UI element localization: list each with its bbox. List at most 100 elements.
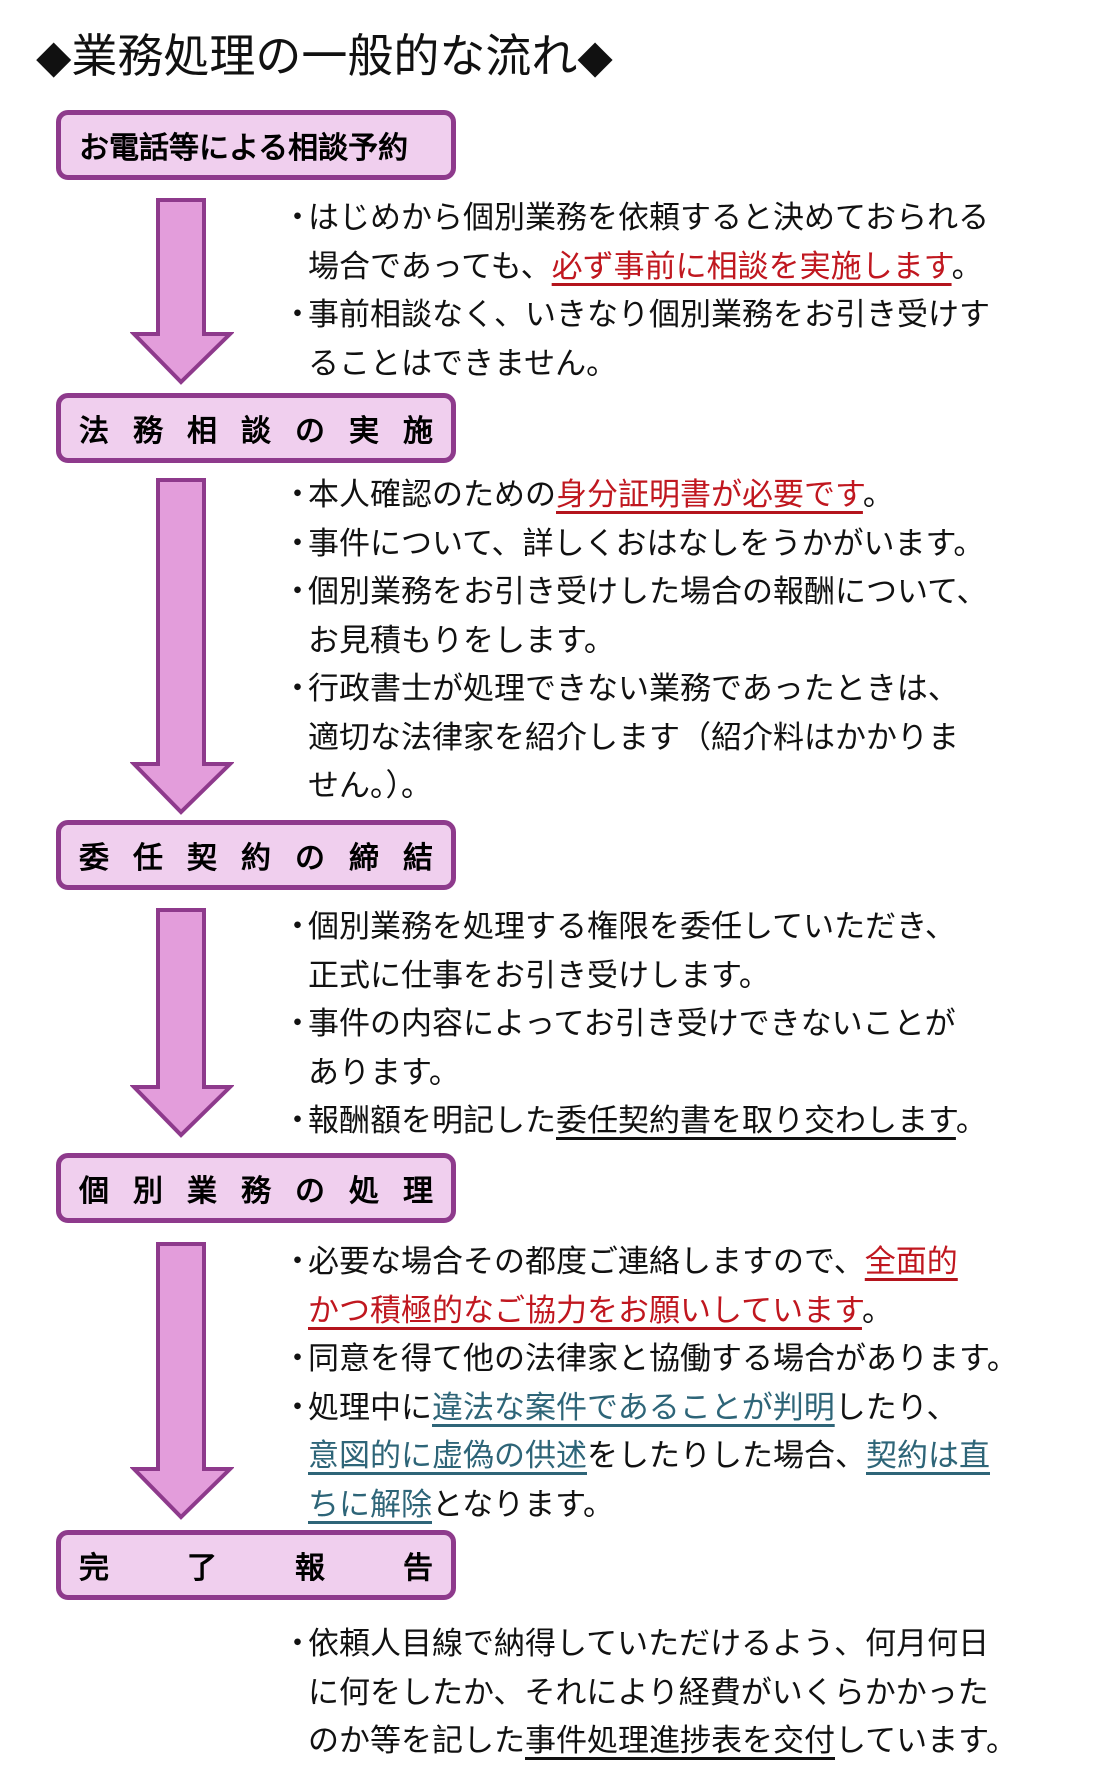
note-line: かつ積極的なご協力をお願いしています。 — [308, 1287, 1082, 1336]
step-box-2: 法務相談の実施 — [56, 393, 456, 463]
note-line: はじめから個別業務を依頼すると決めておられる — [308, 194, 1082, 243]
note-item: ・事前相談なく、いきなり個別業務をお引き受けすることはできません。 — [282, 291, 1082, 388]
note-text: はじめから個別業務を依頼すると決めておられる — [308, 200, 990, 236]
step-label-char: 任 — [133, 841, 163, 876]
step-label-char: 締 — [349, 841, 379, 876]
bullet-icon: ・ — [282, 671, 313, 707]
note-line: 事件について、詳しくおはなしをうかがいます。 — [308, 520, 1082, 569]
note-text: 個別業務をお引き受けした場合の報酬について、 — [308, 574, 988, 610]
note-text: 依頼人目線で納得していただけるよう、何月何日 — [308, 1626, 990, 1662]
underlined-text: 事件処理進捗表を交付 — [525, 1723, 835, 1759]
step-box-3: 委任契約の締結 — [56, 820, 456, 890]
note-text: 個別業務を処理する権限を委任していただき、 — [308, 909, 956, 945]
note-text: しています。 — [835, 1723, 1017, 1759]
note-text: 正式に仕事をお引き受けします。 — [308, 957, 770, 994]
note-line: ることはできません。 — [308, 340, 1082, 389]
note-item: ・本人確認のための身分証明書が必要です。 — [282, 471, 1082, 520]
step-label-char: 法 — [79, 414, 109, 449]
note-line: 意図的に虚偽の供述をしたりした場合、契約は直 — [308, 1432, 1082, 1481]
emphasis-red-text: 全面的 — [864, 1244, 958, 1280]
step-label-char: 報 — [295, 1551, 325, 1586]
note-item: ・事件の内容によってお引き受けできないことがあります。 — [282, 1000, 1082, 1097]
step-notes-5: ・依頼人目線で納得していただけるよう、何月何日に何をしたか、それにより経費がいく… — [282, 1620, 1082, 1766]
step-label-char: 別 — [133, 1174, 163, 1209]
bullet-icon: ・ — [282, 909, 313, 945]
note-text: お見積もりをします。 — [308, 622, 615, 659]
note-line: のか等を記した事件処理進捗表を交付しています。 — [308, 1717, 1082, 1766]
note-item: ・依頼人目線で納得していただけるよう、何月何日に何をしたか、それにより経費がいく… — [282, 1620, 1082, 1766]
step-box-1: お電話等による相談予約 — [56, 110, 456, 180]
step-label-char: 契 — [187, 841, 217, 876]
note-text: 本人確認のための — [308, 477, 556, 513]
step-box-5: 完了報告 — [56, 1530, 456, 1600]
down-arrow-icon — [130, 198, 234, 385]
note-text: 。 — [862, 477, 894, 513]
note-line: 事前相談なく、いきなり個別業務をお引き受けす — [308, 291, 1082, 340]
note-text: ることはできません。 — [308, 345, 618, 382]
note-line: 正式に仕事をお引き受けします。 — [308, 952, 1082, 1001]
step-label-char: 理 — [403, 1174, 433, 1209]
note-text: のか等を記した — [308, 1723, 525, 1759]
down-arrow-icon — [130, 478, 234, 815]
note-text: をしたりした場合、 — [587, 1438, 866, 1474]
note-text: あります。 — [308, 1054, 460, 1091]
note-text: 場合であっても、 — [308, 248, 552, 285]
note-line: 処理中に違法な案件であることが判明したり、 — [308, 1384, 1082, 1433]
note-text: 適切な法律家を紹介します（紹介料はかかりま — [308, 719, 959, 756]
note-text: 事前相談なく、いきなり個別業務をお引き受けす — [308, 297, 990, 333]
step-label-char: 談 — [241, 414, 271, 449]
step-label-char: の — [295, 1174, 325, 1209]
note-item: ・同意を得て他の法律家と協働する場合があります。 — [282, 1335, 1082, 1384]
note-line: 依頼人目線で納得していただけるよう、何月何日 — [308, 1620, 1082, 1669]
emphasis-red-text: かつ積極的なご協力をお願いしています — [308, 1292, 862, 1329]
emphasis-teal-text: 違法な案件であることが判明 — [432, 1389, 835, 1426]
step-label: 個別業務の処理 — [79, 1166, 433, 1210]
step-label-char: の — [295, 414, 325, 449]
bullet-icon: ・ — [282, 1244, 313, 1280]
note-text: 。 — [955, 1103, 987, 1139]
bullet-icon: ・ — [282, 525, 313, 562]
note-item: ・事件について、詳しくおはなしをうかがいます。 — [282, 520, 1082, 569]
note-item: ・報酬額を明記した委任契約書を取り交わします。 — [282, 1097, 1082, 1146]
step-label-char: 完 — [79, 1551, 109, 1586]
step-label-char: 務 — [133, 414, 163, 449]
note-item: ・必要な場合その都度ご連絡しますので、全面的かつ積極的なご協力をお願いしています… — [282, 1238, 1082, 1335]
note-item: ・個別業務を処理する権限を委任していただき、正式に仕事をお引き受けします。 — [282, 903, 1082, 1000]
step-label-char: 相 — [187, 414, 217, 449]
step-label: お電話等による相談予約 — [79, 131, 409, 166]
note-line: 行政書士が処理できない業務であったときは、 — [308, 665, 1082, 714]
step-notes-2: ・本人確認のための身分証明書が必要です。・事件について、詳しくおはなしをうかがい… — [282, 471, 1082, 811]
bullet-icon: ・ — [282, 1006, 313, 1042]
step-label: 委任契約の締結 — [79, 833, 433, 877]
bullet-icon: ・ — [282, 1341, 313, 1377]
note-text: 必要な場合その都度ご連絡しますので、 — [308, 1244, 865, 1280]
step-label-char: 実 — [349, 414, 379, 449]
note-line: 個別業務を処理する権限を委任していただき、 — [308, 903, 1082, 952]
emphasis-teal-text: 契約は直 — [866, 1438, 990, 1474]
bullet-icon: ・ — [282, 1626, 313, 1662]
note-text: 行政書士が処理できない業務であったときは、 — [308, 671, 959, 707]
bullet-icon: ・ — [282, 477, 313, 513]
step-label-char: 了 — [187, 1551, 217, 1586]
note-text: となります。 — [432, 1486, 614, 1523]
note-item: ・はじめから個別業務を依頼すると決めておられる場合であっても、必ず事前に相談を実… — [282, 194, 1082, 291]
note-line: に何をしたか、それにより経費がいくらかかった — [308, 1669, 1082, 1718]
note-line: 場合であっても、必ず事前に相談を実施します。 — [308, 243, 1082, 292]
step-label: 法務相談の実施 — [79, 406, 433, 450]
step-label-char: 務 — [241, 1174, 271, 1209]
emphasis-teal-text: 意図的に虚偽の供述 — [308, 1438, 587, 1474]
emphasis-red-text: 必ず事前に相談を実施します — [551, 248, 952, 285]
note-line: 報酬額を明記した委任契約書を取り交わします。 — [308, 1097, 1082, 1146]
note-line: あります。 — [308, 1049, 1082, 1098]
step-label-char: 告 — [403, 1551, 433, 1586]
note-item: ・処理中に違法な案件であることが判明したり、意図的に虚偽の供述をしたりした場合、… — [282, 1384, 1082, 1530]
note-text: したり、 — [834, 1389, 958, 1426]
note-line: 個別業務をお引き受けした場合の報酬について、 — [308, 568, 1082, 617]
note-item: ・行政書士が処理できない業務であったときは、適切な法律家を紹介します（紹介料はか… — [282, 665, 1082, 811]
step-label-char: 個 — [79, 1174, 109, 1209]
bullet-icon: ・ — [282, 1389, 313, 1426]
bullet-icon: ・ — [282, 574, 313, 610]
step-notes-1: ・はじめから個別業務を依頼すると決めておられる場合であっても、必ず事前に相談を実… — [282, 194, 1082, 388]
note-line: 必要な場合その都度ご連絡しますので、全面的 — [308, 1238, 1082, 1287]
step-label-char: 業 — [187, 1174, 217, 1209]
